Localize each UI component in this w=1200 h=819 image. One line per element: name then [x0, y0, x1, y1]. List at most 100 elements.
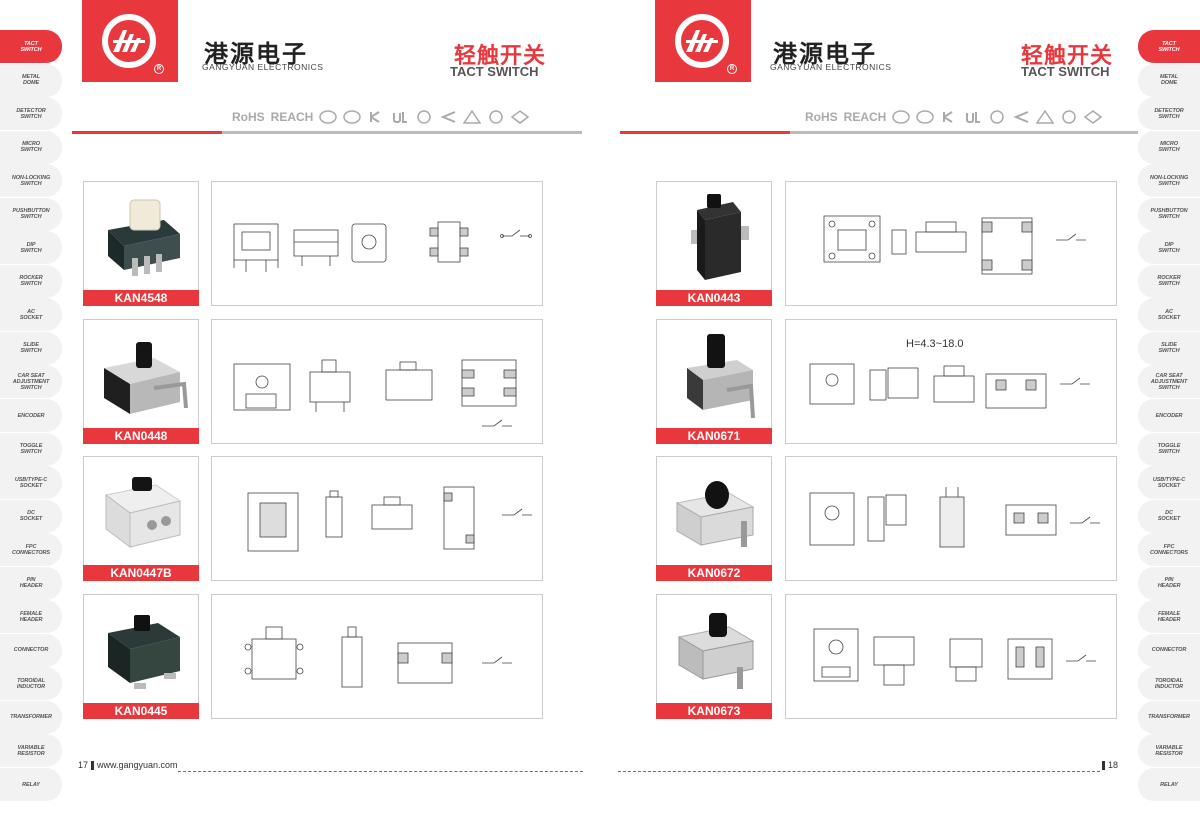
- tab-tact-switch[interactable]: TACT SWITCH: [0, 30, 62, 63]
- right-category-tabs: TACT SWITCH METAL DOME DETECTOR SWITCH M…: [1138, 30, 1200, 802]
- tab-non-locking-switch[interactable]: NON-LOCKING SWITCH: [1138, 164, 1200, 198]
- tab-pin-header[interactable]: PIN HEADER: [0, 566, 62, 600]
- page-number: 18: [1107, 760, 1118, 770]
- kan0447b-photo-icon: [104, 477, 182, 548]
- kan0673-photo-icon: [677, 613, 755, 689]
- website-link[interactable]: www.gangyuan.com: [97, 760, 178, 770]
- tab-micro-switch[interactable]: MICRO SWITCH: [0, 130, 62, 164]
- tab-toggle-switch[interactable]: TOGGLE SWITCH: [0, 432, 62, 466]
- semko-icon: [489, 110, 504, 124]
- kan0447b-drawing-icon: [247, 486, 532, 552]
- page-number: 17: [78, 760, 89, 770]
- tab-usb-type-c-socket[interactable]: USB/Type-C SOCKET: [1138, 466, 1200, 500]
- kan0445-photo-icon: [108, 615, 180, 689]
- brand-logo: R: [655, 0, 751, 82]
- product-label: KAN0671: [656, 428, 772, 444]
- tab-dc-socket[interactable]: DC SOCKET: [1138, 499, 1200, 533]
- header-rule-red: [620, 131, 790, 134]
- tab-relay[interactable]: RELAY: [1138, 768, 1200, 802]
- product-label: KAN0447B: [83, 565, 199, 581]
- product-photo-card[interactable]: KAN0448: [83, 319, 199, 444]
- footer-dotted-rule: [178, 771, 583, 772]
- tab-variable-resistor[interactable]: VARIABLE RESISTOR: [1138, 734, 1200, 768]
- certification-row: RoHS REACH: [232, 106, 530, 128]
- registered-mark: R: [154, 64, 164, 74]
- brand-name-en: GANGYUAN ELECTRONICS: [202, 62, 324, 72]
- tab-dip-switch[interactable]: DIP SWITCH: [0, 231, 62, 265]
- product-photo-card[interactable]: KAN0443: [656, 181, 772, 306]
- rohs-mark: RoHS: [232, 110, 265, 124]
- section-title-cn: 轻触开关: [1021, 43, 1114, 68]
- tab-car-seat-switch[interactable]: CAR SEAT ADJUSTMENT SWITCH: [0, 365, 62, 399]
- tab-connector[interactable]: CONNECTOR: [0, 633, 62, 667]
- tab-toroidal-inductor[interactable]: TOROIDAL INDUCTOR: [1138, 667, 1200, 701]
- kan4548-drawing-icon: [233, 221, 532, 272]
- tab-usb-type-c-socket[interactable]: USB/Type-C SOCKET: [0, 466, 62, 500]
- tab-female-header[interactable]: FEMALE HEADER: [0, 600, 62, 634]
- product-photo-card[interactable]: KAN4548: [83, 181, 199, 306]
- tab-detector-switch[interactable]: DETECTOR SWITCH: [1138, 97, 1200, 131]
- tab-pushbutton-switch[interactable]: PUSHBUTTON SWITCH: [0, 197, 62, 231]
- dimension-drawing: [211, 456, 543, 581]
- section-title-en: TACT SWITCH: [450, 64, 539, 79]
- kan4548-photo-icon: [108, 199, 180, 276]
- tab-non-locking-switch[interactable]: NON-LOCKING SWITCH: [0, 164, 62, 198]
- tab-transformer[interactable]: TRANSFORMER: [1138, 700, 1200, 734]
- tab-slide-switch[interactable]: SLIDE SWITCH: [1138, 331, 1200, 365]
- dimension-drawing: [785, 181, 1117, 306]
- tab-pushbutton-switch[interactable]: PUSHBUTTON SWITCH: [1138, 197, 1200, 231]
- tab-ac-socket[interactable]: AC SOCKET: [0, 298, 62, 332]
- tab-dip-switch[interactable]: DIP SWITCH: [1138, 231, 1200, 265]
- tab-fpc-connectors[interactable]: FPC CONNECTORS: [0, 533, 62, 567]
- tab-metal-dome[interactable]: METAL DOME: [1138, 63, 1200, 97]
- tab-toroidal-inductor[interactable]: TOROIDAL INDUCTOR: [0, 667, 62, 701]
- tab-tact-switch[interactable]: TACT SWITCH: [1138, 30, 1200, 63]
- tab-transformer[interactable]: TRANSFORMER: [0, 700, 62, 734]
- logo-mark-icon: [113, 30, 145, 52]
- kan0671-drawing-icon: [809, 363, 1090, 409]
- tab-slide-switch[interactable]: SLIDE SWITCH: [0, 331, 62, 365]
- right-page: R 港源电子 GANGYUAN ELECTRONICS 轻触开关 TACT SW…: [598, 0, 1138, 819]
- brand-name-en: GANGYUAN ELECTRONICS: [770, 62, 892, 72]
- tab-connector[interactable]: CONNECTOR: [1138, 633, 1200, 667]
- product-photo-card[interactable]: KAN0671: [656, 319, 772, 444]
- tuv-icon: [463, 110, 482, 124]
- tab-ac-socket[interactable]: AC SOCKET: [1138, 298, 1200, 332]
- vde-icon: [511, 110, 530, 124]
- tab-toggle-switch[interactable]: TOGGLE SWITCH: [1138, 432, 1200, 466]
- tab-metal-dome[interactable]: METAL DOME: [0, 63, 62, 97]
- product-photo-card[interactable]: KAN0673: [656, 594, 772, 719]
- tab-relay[interactable]: RELAY: [0, 768, 62, 802]
- kc-icon: [370, 111, 380, 123]
- ccc-icon: [319, 110, 338, 124]
- tab-encoder[interactable]: ENCODER: [1138, 399, 1200, 433]
- kan0443-drawing-icon: [823, 215, 1086, 275]
- kan0448-drawing-icon: [233, 359, 517, 427]
- tab-female-header[interactable]: FEMALE HEADER: [1138, 600, 1200, 634]
- semko-icon: [1062, 110, 1077, 124]
- tuv-icon: [1036, 110, 1055, 124]
- product-label: KAN0445: [83, 703, 199, 719]
- cul-icon: [990, 110, 1005, 124]
- enec-icon: [1013, 111, 1029, 123]
- product-photo-card[interactable]: KAN0447B: [83, 456, 199, 581]
- section-title-cn: 轻触开关: [454, 43, 547, 68]
- header-rule-red: [72, 131, 222, 134]
- tab-encoder[interactable]: ENCODER: [0, 399, 62, 433]
- cqc-icon: [343, 110, 362, 124]
- tab-variable-resistor[interactable]: VARIABLE RESISTOR: [0, 734, 62, 768]
- tab-rocker-switch[interactable]: ROCKER SWITCH: [0, 264, 62, 298]
- tab-micro-switch[interactable]: MICRO SWITCH: [1138, 130, 1200, 164]
- tab-detector-switch[interactable]: DETECTOR SWITCH: [0, 97, 62, 131]
- product-photo-card[interactable]: KAN0445: [83, 594, 199, 719]
- certification-row: RoHS REACH: [805, 106, 1103, 128]
- tab-rocker-switch[interactable]: ROCKER SWITCH: [1138, 264, 1200, 298]
- tab-pin-header[interactable]: PIN HEADER: [1138, 566, 1200, 600]
- tab-dc-socket[interactable]: DC SOCKET: [0, 499, 62, 533]
- tab-fpc-connectors[interactable]: FPC CONNECTORS: [1138, 533, 1200, 567]
- enec-icon: [440, 111, 456, 123]
- reach-mark: REACH: [270, 110, 314, 124]
- kan0671-photo-icon: [687, 334, 755, 419]
- tab-car-seat-switch[interactable]: CAR SEAT ADJUSTMENT SWITCH: [1138, 365, 1200, 399]
- product-photo-card[interactable]: KAN0672: [656, 456, 772, 581]
